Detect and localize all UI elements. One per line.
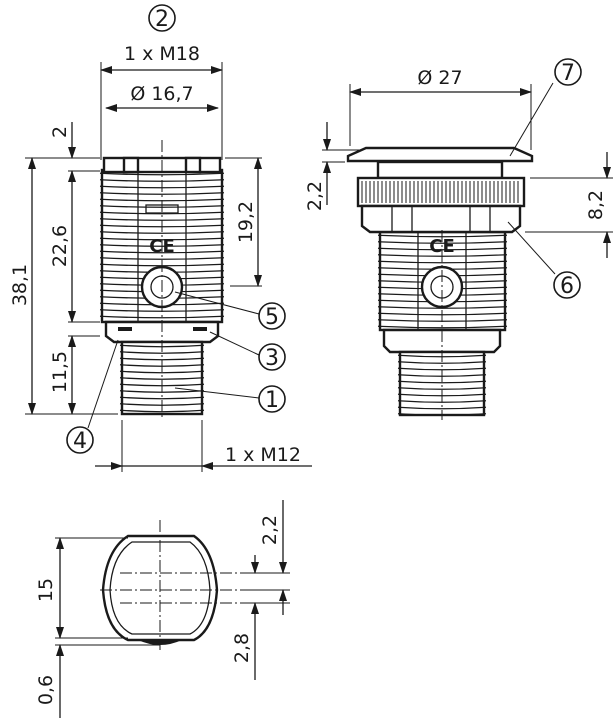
optical-axis-label: 19,2 bbox=[235, 201, 257, 243]
thread-line bbox=[119, 377, 205, 380]
mounted-view: CE Ø 27 2,2 8,2 bbox=[304, 67, 613, 420]
flange-neck bbox=[376, 160, 504, 180]
hex-nut bbox=[360, 204, 522, 234]
thread-line bbox=[99, 257, 225, 260]
m18-label: 1 x M18 bbox=[124, 43, 200, 65]
flange-thickness-label: 2,2 bbox=[304, 181, 326, 211]
top-notch-left bbox=[122, 156, 140, 174]
knurled-ring bbox=[356, 176, 526, 208]
height-label: 15 bbox=[35, 578, 57, 602]
connector-length-label: 11,5 bbox=[49, 351, 71, 393]
side-view: CE 1 x M18 Ø 16,7 38,1 22,6 2 11,5 19,2 … bbox=[9, 43, 312, 472]
diameter-label: Ø 16,7 bbox=[130, 83, 193, 105]
top-offset-label: 2,2 bbox=[259, 515, 281, 545]
flange-disc bbox=[346, 146, 534, 163]
thread-line bbox=[99, 315, 225, 319]
callout-4: 4 bbox=[66, 426, 94, 454]
thread-line bbox=[397, 406, 487, 410]
svg-text:6: 6 bbox=[560, 274, 574, 299]
svg-text:5: 5 bbox=[265, 305, 279, 330]
bottom-offset-label: 0,6 bbox=[35, 675, 57, 705]
thread-line bbox=[99, 172, 225, 176]
svg-text:1: 1 bbox=[265, 388, 279, 413]
callout-2: 2 bbox=[148, 4, 176, 32]
m12-label: 1 x M12 bbox=[225, 444, 301, 466]
thread-line bbox=[377, 260, 508, 264]
thread-line bbox=[99, 250, 225, 254]
thread-line bbox=[397, 361, 487, 364]
callout-3: 3 bbox=[258, 343, 286, 371]
top-notch-right bbox=[184, 156, 202, 174]
axis-offset-label: 2,8 bbox=[231, 633, 253, 663]
callout-5: 5 bbox=[258, 302, 286, 330]
thread-line bbox=[377, 325, 508, 329]
thread-line bbox=[397, 387, 487, 390]
thread-line bbox=[119, 351, 205, 354]
thread-line bbox=[99, 211, 225, 215]
mounted-m12-thread bbox=[397, 350, 487, 417]
thread-line bbox=[377, 306, 508, 309]
thread-line bbox=[99, 237, 225, 241]
thread-line bbox=[397, 367, 487, 371]
thread-line bbox=[119, 357, 205, 361]
svg-text:7: 7 bbox=[561, 61, 575, 86]
thread-line bbox=[377, 247, 508, 251]
thread-length-label: 22,6 bbox=[49, 225, 71, 267]
indicator-led-right bbox=[193, 327, 207, 331]
bottom-view: 15 0,6 2,2 2,8 bbox=[35, 500, 290, 718]
thread-line bbox=[397, 400, 487, 403]
nut-height-label: 8,2 bbox=[585, 190, 607, 220]
svg-text:4: 4 bbox=[73, 429, 87, 454]
thread-line bbox=[99, 192, 225, 195]
thread-line bbox=[377, 241, 508, 244]
svg-text:3: 3 bbox=[265, 346, 279, 371]
thread-line bbox=[119, 370, 205, 374]
callout-7: 7 bbox=[554, 58, 582, 86]
top-offset-label: 2 bbox=[49, 126, 71, 138]
thread-line bbox=[397, 380, 487, 384]
total-length-label: 38,1 bbox=[9, 264, 31, 306]
callout-1: 1 bbox=[258, 385, 286, 413]
thread-line bbox=[99, 231, 225, 234]
thread-line bbox=[119, 390, 205, 393]
indicator-led-left bbox=[118, 327, 132, 331]
callout-6: 6 bbox=[553, 271, 581, 299]
flange-diameter-label: Ø 27 bbox=[417, 67, 462, 89]
thread-line bbox=[119, 396, 205, 400]
svg-text:2: 2 bbox=[155, 7, 169, 32]
